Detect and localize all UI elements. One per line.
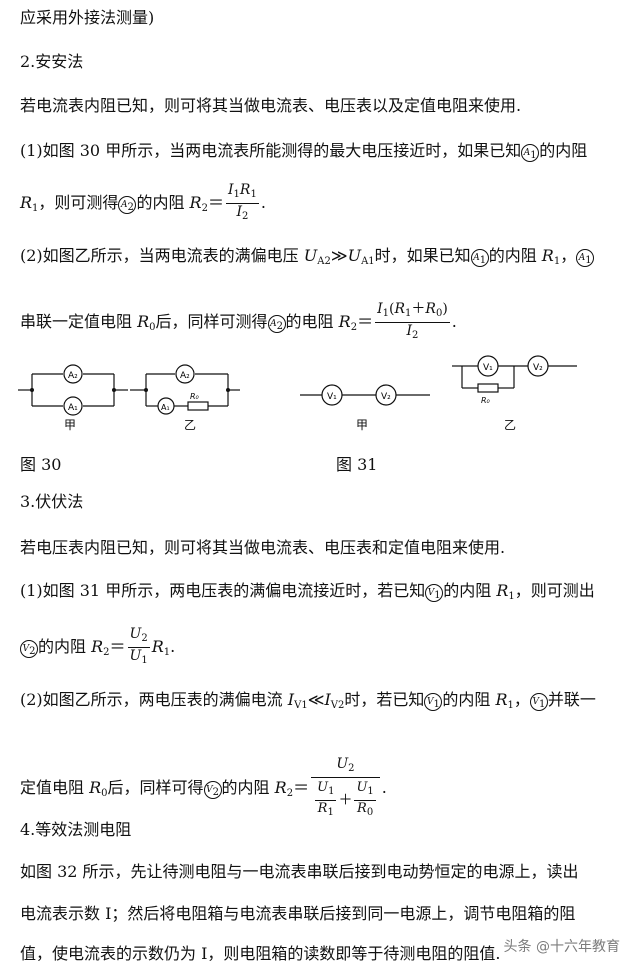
text-line-14: 值，使电流表的示数仍为 I，则电阻箱的读数即等于待测电阻的阻值.: [20, 944, 501, 963]
circuit-fig31-jia: V₁ V₂: [300, 384, 430, 406]
figure-30-caption: 图 30: [20, 455, 62, 474]
meter-label: V₁: [327, 392, 337, 402]
text-segment: 的内阻: [539, 141, 588, 160]
figure-31-caption: 图 31: [336, 455, 378, 474]
meter-label: V₂: [381, 392, 391, 402]
text-segment: 的内阻: [221, 778, 270, 797]
text-line-13: 电流表示数 I；然后将电阻箱与电流表串联后接到同一电源上，调节电阻箱的阻: [20, 904, 576, 923]
text-segment: 的内阻: [136, 193, 185, 212]
text-segment: 后，同样可测得: [155, 312, 268, 331]
section-heading-3: 3.伏伏法: [20, 492, 84, 511]
text-segment: 的内阻: [488, 246, 537, 265]
voltmeter-v2-icon: V2: [203, 781, 222, 799]
meter-label: A₁: [161, 403, 170, 412]
meter-label: A₁: [68, 403, 78, 413]
text-segment: 时，如果已知: [374, 246, 471, 265]
ammeter-a2-icon: A2: [267, 315, 286, 333]
ammeter-a1-icon: A1: [470, 249, 489, 267]
text-segment: 的内阻: [442, 690, 491, 709]
text-line-12: 如图 32 所示，先让待测电阻与一电流表串联后接到电动势恒定的电源上，读出: [20, 862, 579, 881]
resistor-label: R₀: [190, 392, 200, 401]
text-segment: 后，同样可得: [107, 778, 204, 797]
text-segment: (2)如图乙所示，当两电流表的满偏电压: [20, 246, 299, 265]
circuit-fig30-yi: A₂ A₁ R₀: [130, 364, 240, 415]
text-segment: 串联一定值电阻: [20, 312, 133, 331]
text-line-1: 应采用外接法测量): [20, 8, 155, 27]
fig-sub-label: 甲: [356, 418, 369, 432]
voltmeter-v1-icon: V1: [424, 693, 443, 711]
text-segment: 时，若已知: [344, 690, 425, 709]
ammeter-a1-icon: A1: [576, 249, 595, 267]
text-segment: 的内阻: [443, 581, 492, 600]
section-heading-2: 2.安安法: [20, 52, 84, 71]
section-heading-4: 4.等效法测电阻: [20, 820, 132, 839]
voltmeter-v1-icon: V1: [425, 584, 444, 602]
ammeter-a2-icon: A2: [118, 196, 137, 214]
voltmeter-v1-icon: V1: [529, 693, 548, 711]
text-segment: (2)如图乙所示，两电压表的满偏电流: [20, 690, 283, 709]
circuit-fig30-jia: A₂ A₁: [18, 364, 128, 416]
meter-label: A₂: [68, 371, 78, 381]
text-segment: ，则可测出: [514, 581, 595, 600]
fig-sub-label: 甲: [64, 418, 77, 432]
voltmeter-v2-icon: V2: [20, 640, 38, 658]
watermark: 头条 @十六年教育: [503, 939, 620, 955]
resistor-label: R₀: [481, 396, 491, 405]
text-line-7: 若电压表内阻已知，则可将其当做电流表、电压表和定值电阻来使用.: [20, 538, 506, 557]
text-segment: 定值电阻: [20, 778, 85, 797]
fig-sub-label: 乙: [504, 418, 517, 432]
text-segment: (1)如图 30 甲所示，当两电流表所能测得的最大电压接近时，如果已知: [20, 141, 522, 160]
meter-label: A₂: [180, 371, 190, 381]
meter-label: V₁: [483, 363, 493, 373]
text-segment: 的电阻: [285, 312, 334, 331]
formula-fraction: I1(R1＋R0)I2: [375, 301, 450, 344]
ammeter-a1-icon: A1: [521, 144, 540, 162]
fig-sub-label: 乙: [184, 418, 197, 432]
text-segment: ，则可测得: [38, 193, 119, 212]
meter-label: V₂: [533, 363, 543, 373]
text-segment: 并联一: [547, 690, 596, 709]
text-segment: (1)如图 31 甲所示，两电压表的满偏电流接近时，若已知: [20, 581, 426, 600]
circuit-fig31-yi: V₁ V₂ R₀: [452, 355, 577, 405]
text-line-2: 若电流表内阻已知，则可将其当做电流表、电压表以及定值电阻来使用.: [20, 96, 522, 115]
text-segment: 的内阻: [38, 637, 87, 656]
